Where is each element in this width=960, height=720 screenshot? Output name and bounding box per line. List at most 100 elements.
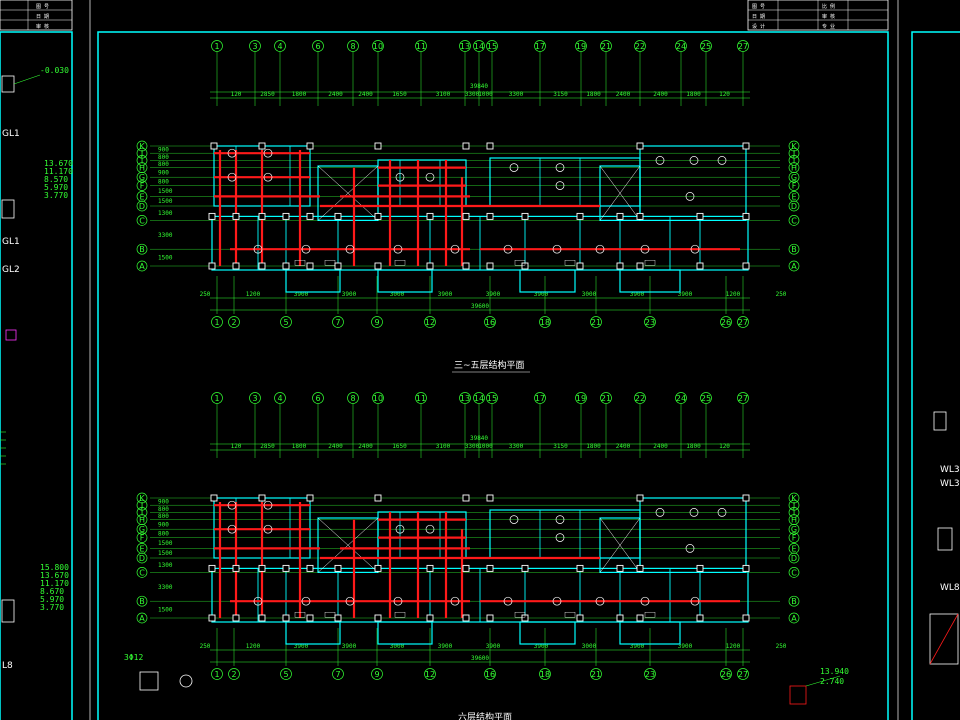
axis-bubble-left [136, 215, 148, 226]
dimension-top: 2400 [328, 443, 343, 450]
axis-bubble-left [136, 162, 148, 173]
dimension-top: 3300 [465, 91, 480, 98]
dimension-left: 1500 [158, 550, 173, 557]
axis-bubble-top [473, 40, 485, 52]
beam-tag [644, 260, 656, 266]
axis-bubble-right [788, 147, 800, 159]
axis-number-top: 3 [252, 394, 257, 403]
axis-bubble-top [737, 40, 749, 52]
axis-bubble-top [473, 392, 485, 404]
axis-number-top: 27 [738, 42, 748, 51]
slab-marker [263, 172, 273, 182]
dimension-top: 3150 [553, 443, 568, 450]
dimension-top: 120 [231, 443, 242, 450]
axis-bubble-bottom [484, 668, 496, 680]
column [282, 262, 290, 270]
slab-marker [253, 596, 263, 606]
axis-number-bottom: 18 [540, 670, 550, 679]
axis-bubble-bottom [424, 316, 436, 328]
axis-bubble-left [136, 155, 148, 166]
column [426, 564, 434, 572]
dimension-bottom: 3900 [486, 291, 501, 298]
column [636, 212, 644, 220]
beam-tag [564, 260, 576, 266]
balcony [519, 269, 576, 293]
axis-bubble-top [459, 40, 471, 52]
axis-letter: I [793, 156, 795, 165]
east-unit-outline [639, 145, 747, 222]
axis-number-top: 15 [487, 394, 497, 403]
bottom-detail: 13.940 2.740 3Φ12 [124, 653, 849, 705]
slab-marker [685, 192, 695, 201]
stair-west-outline [317, 517, 379, 574]
column [208, 262, 216, 270]
axis-bubble-left [136, 514, 148, 525]
slab-marker [717, 156, 727, 165]
axis-bubble-bottom [720, 668, 732, 680]
axis-bubble-bottom [211, 668, 223, 680]
axis-number-top: 11 [416, 394, 426, 403]
left-strip-elevation-top: -0.030 [40, 66, 69, 75]
dimension-left: 3300 [158, 584, 173, 591]
beam-tag [514, 260, 526, 266]
column [462, 262, 470, 270]
dimension-left: 900 [158, 499, 169, 506]
left-strip-elev-1-4: 3.770 [44, 191, 68, 200]
axis-bubble-top [634, 40, 646, 52]
axis-number-top: 8 [350, 394, 355, 403]
column [462, 142, 470, 150]
axis-letter: B [139, 245, 145, 254]
dimension-top: 1800 [292, 443, 307, 450]
title-block-right-cell-6: 专 业 [822, 23, 835, 30]
dimension-top: 1800 [686, 443, 701, 450]
slab-marker [395, 524, 405, 534]
column [636, 262, 644, 270]
axis-bubble-bottom [371, 316, 383, 328]
beam-tag [324, 260, 336, 266]
dimension-left: 1300 [158, 562, 173, 569]
axis-bubble-right [788, 191, 800, 202]
axis-bubble-bottom [424, 668, 436, 680]
dimension-top: 1650 [392, 91, 407, 98]
slab-marker [253, 244, 263, 254]
axis-number-bottom: 7 [335, 670, 340, 679]
dimension-top: 3300 [509, 91, 524, 98]
slab-marker [595, 244, 605, 254]
slab-marker [263, 148, 273, 158]
dimension-left: 1500 [158, 607, 173, 614]
axis-bubble-left [136, 567, 148, 578]
axis-bubble-left [136, 147, 148, 159]
axis-bubble-top [575, 40, 587, 52]
detail-rebar-label: 3Φ12 [124, 653, 143, 662]
column [486, 212, 494, 220]
dimension-bottom: 3000 [390, 643, 405, 650]
column [486, 142, 494, 150]
column [742, 142, 750, 150]
axis-number-top: 14 [474, 394, 484, 403]
column [576, 614, 584, 622]
slab-marker [263, 524, 273, 534]
dimension-top: 120 [719, 443, 730, 450]
column [258, 564, 266, 572]
dimension-left: 900 [158, 169, 169, 176]
column [334, 212, 342, 220]
slab-marker [450, 244, 460, 254]
beam-tag [514, 612, 526, 618]
slab-marker [301, 596, 311, 606]
title-block-right-cell-2: 比 例 [822, 3, 835, 10]
axis-number-top: 22 [635, 394, 645, 403]
column [521, 212, 529, 220]
axis-bubble-bottom [737, 668, 749, 680]
dimension-bottom: 250 [776, 291, 787, 298]
axis-letter: H [791, 516, 797, 525]
axis-bubble-right [788, 155, 800, 166]
axis-letter: K [139, 142, 145, 151]
column [208, 212, 216, 220]
axis-bubble-bottom [484, 316, 496, 328]
axis-letter: B [139, 597, 145, 606]
dimension-top: 1650 [392, 443, 407, 450]
column [208, 564, 216, 572]
beam-tag [324, 612, 336, 618]
axis-letter: C [139, 216, 145, 225]
axis-bubble-right [788, 532, 800, 543]
